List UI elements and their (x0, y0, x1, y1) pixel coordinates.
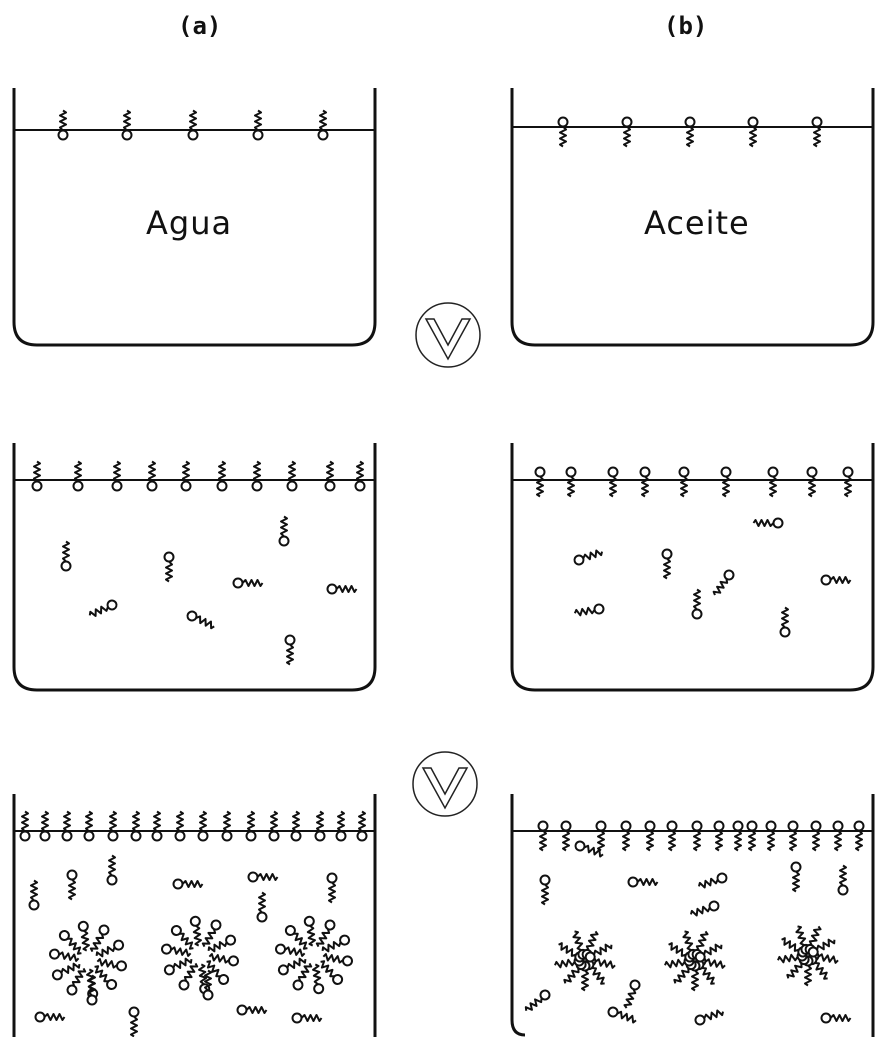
beaker-a-bottom (12, 794, 377, 1037)
dispersed-molecules-a-middle (60, 515, 358, 666)
liquid-label-oil: Aceite (644, 204, 750, 242)
micelle (553, 928, 617, 992)
arrow-down-icon (415, 302, 481, 368)
surface-molecules-a-middle (31, 460, 366, 492)
beaker-a-middle (12, 443, 377, 692)
micelle (776, 923, 840, 987)
micelle (663, 928, 727, 992)
surface-molecules-a-top (57, 109, 329, 141)
beaker-b-bottom (510, 794, 875, 1037)
beaker-b-top (510, 88, 875, 347)
micelles-a-bottom (48, 915, 354, 1000)
beaker-b-middle (510, 443, 875, 692)
micelle (160, 915, 240, 995)
arrow-down-icon (412, 751, 478, 817)
column-label-a: (a) (178, 12, 222, 40)
micelles-b-bottom (553, 923, 840, 992)
micelle (48, 920, 128, 1000)
surface-molecules-a-bottom (19, 810, 368, 842)
liquid-label-water: Agua (146, 204, 233, 242)
surface-molecules-b-top (557, 116, 823, 148)
column-label-b: (b) (664, 12, 708, 40)
surface-molecules-b-middle (534, 466, 854, 498)
dispersed-molecules-b-middle (572, 517, 852, 638)
micelle (274, 915, 354, 995)
